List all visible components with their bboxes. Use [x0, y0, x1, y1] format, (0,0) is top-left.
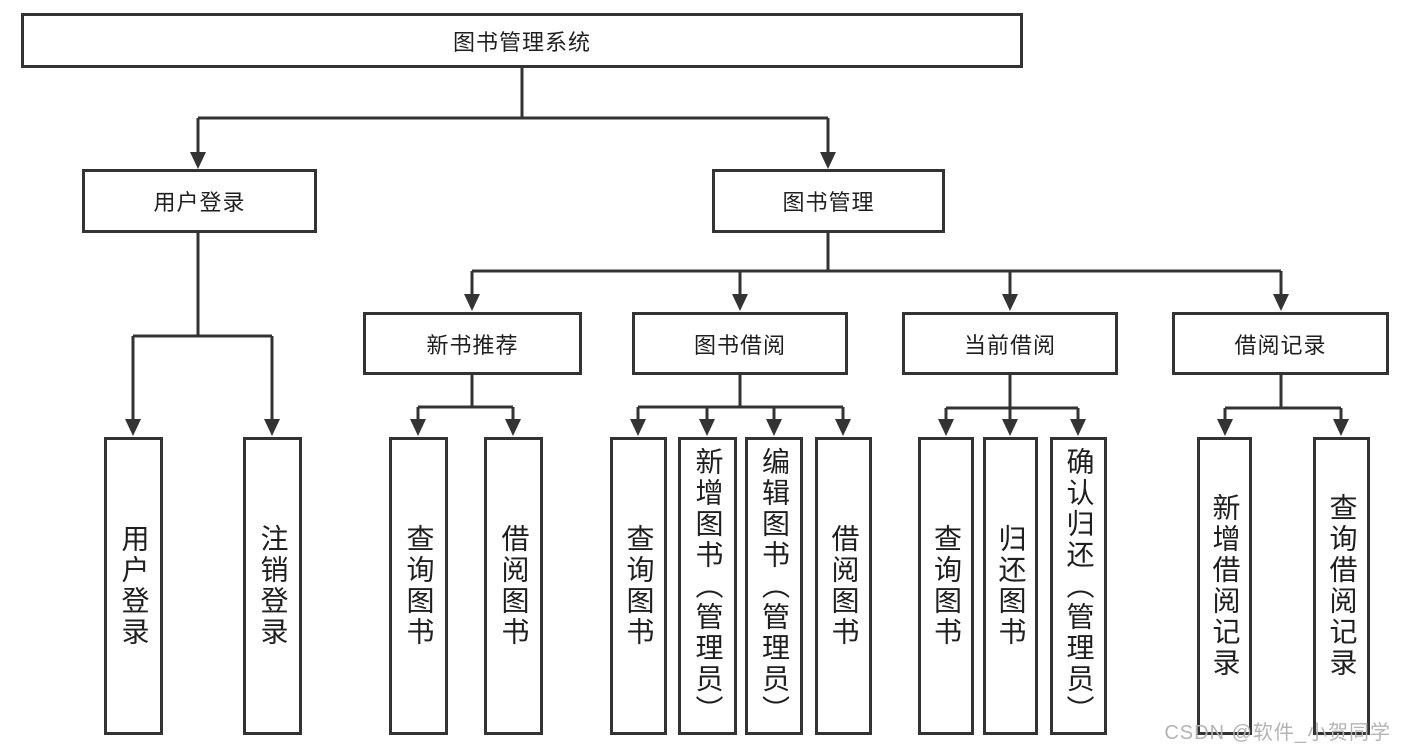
leaf-currentborrow-return-label: 归还图书 — [995, 524, 1027, 648]
connector-new-book — [416, 375, 515, 420]
leaf-currentborrow-return: 归还图书 — [983, 437, 1038, 735]
connector-borrow-record — [1223, 375, 1343, 420]
node-borrow-record-label: 借阅记录 — [1234, 332, 1327, 358]
leaf-record-query: 查询借阅记录 — [1313, 437, 1370, 735]
leaf-bookborrow-query-label: 查询图书 — [623, 524, 655, 648]
leaf-logout-label: 注销登录 — [257, 524, 289, 648]
node-current-borrow: 当前借阅 — [902, 312, 1118, 375]
leaf-newbook-query: 查询图书 — [389, 437, 448, 735]
leaf-record-add-label: 新增借阅记录 — [1209, 493, 1241, 679]
connector-book-mgmt — [470, 233, 1283, 295]
leaf-currentborrow-query-label: 查询图书 — [931, 524, 962, 648]
leaf-currentborrow-confirm-label: 确认归还（管理员） — [1063, 446, 1095, 726]
node-book-management-label: 图书管理 — [782, 190, 875, 215]
node-user-login: 用户登录 — [82, 169, 317, 233]
arrowheads — [125, 152, 1349, 436]
leaf-bookborrow-borrow-label: 借阅图书 — [828, 524, 860, 648]
node-book-borrow-label: 图书借阅 — [693, 332, 786, 358]
leaf-user-login-label: 用户登录 — [118, 524, 150, 648]
leaf-logout: 注销登录 — [243, 437, 302, 735]
node-borrow-record: 借阅记录 — [1172, 312, 1389, 375]
node-user-login-label: 用户登录 — [153, 190, 246, 215]
node-new-book-recommend-label: 新书推荐 — [426, 332, 519, 358]
leaf-newbook-borrow-label: 借阅图书 — [498, 524, 530, 648]
leaf-record-query-label: 查询借阅记录 — [1326, 493, 1358, 679]
node-root: 图书管理系统 — [21, 13, 1023, 68]
leaf-user-login: 用户登录 — [104, 437, 163, 735]
leaf-bookborrow-edit-label: 编辑图书（管理员） — [759, 446, 790, 726]
leaf-bookborrow-borrow: 借阅图书 — [815, 437, 872, 735]
node-book-management: 图书管理 — [712, 169, 945, 233]
leaf-bookborrow-add-label: 新增图书（管理员） — [692, 446, 724, 726]
leaf-bookborrow-add: 新增图书（管理员） — [678, 437, 737, 735]
connector-root — [196, 67, 830, 153]
node-book-borrow: 图书借阅 — [632, 312, 848, 375]
connector-current-borrow — [944, 375, 1080, 420]
connector-book-borrow — [636, 375, 845, 420]
leaf-bookborrow-edit: 编辑图书（管理员） — [745, 437, 803, 735]
leaf-newbook-borrow: 借阅图书 — [484, 437, 543, 735]
node-root-label: 图书管理系统 — [452, 29, 591, 55]
leaf-newbook-query-label: 查询图书 — [403, 524, 435, 648]
node-current-borrow-label: 当前借阅 — [963, 332, 1056, 358]
csdn-watermark: CSDN @软件_小贺同学 — [1164, 722, 1391, 744]
connector-user-login — [131, 233, 274, 420]
leaf-currentborrow-query: 查询图书 — [918, 437, 974, 735]
leaf-currentborrow-confirm: 确认归还（管理员） — [1050, 437, 1107, 735]
leaf-bookborrow-query: 查询图书 — [610, 437, 667, 735]
node-new-book-recommend: 新书推荐 — [363, 312, 582, 375]
leaf-record-add: 新增借阅记录 — [1197, 437, 1252, 735]
